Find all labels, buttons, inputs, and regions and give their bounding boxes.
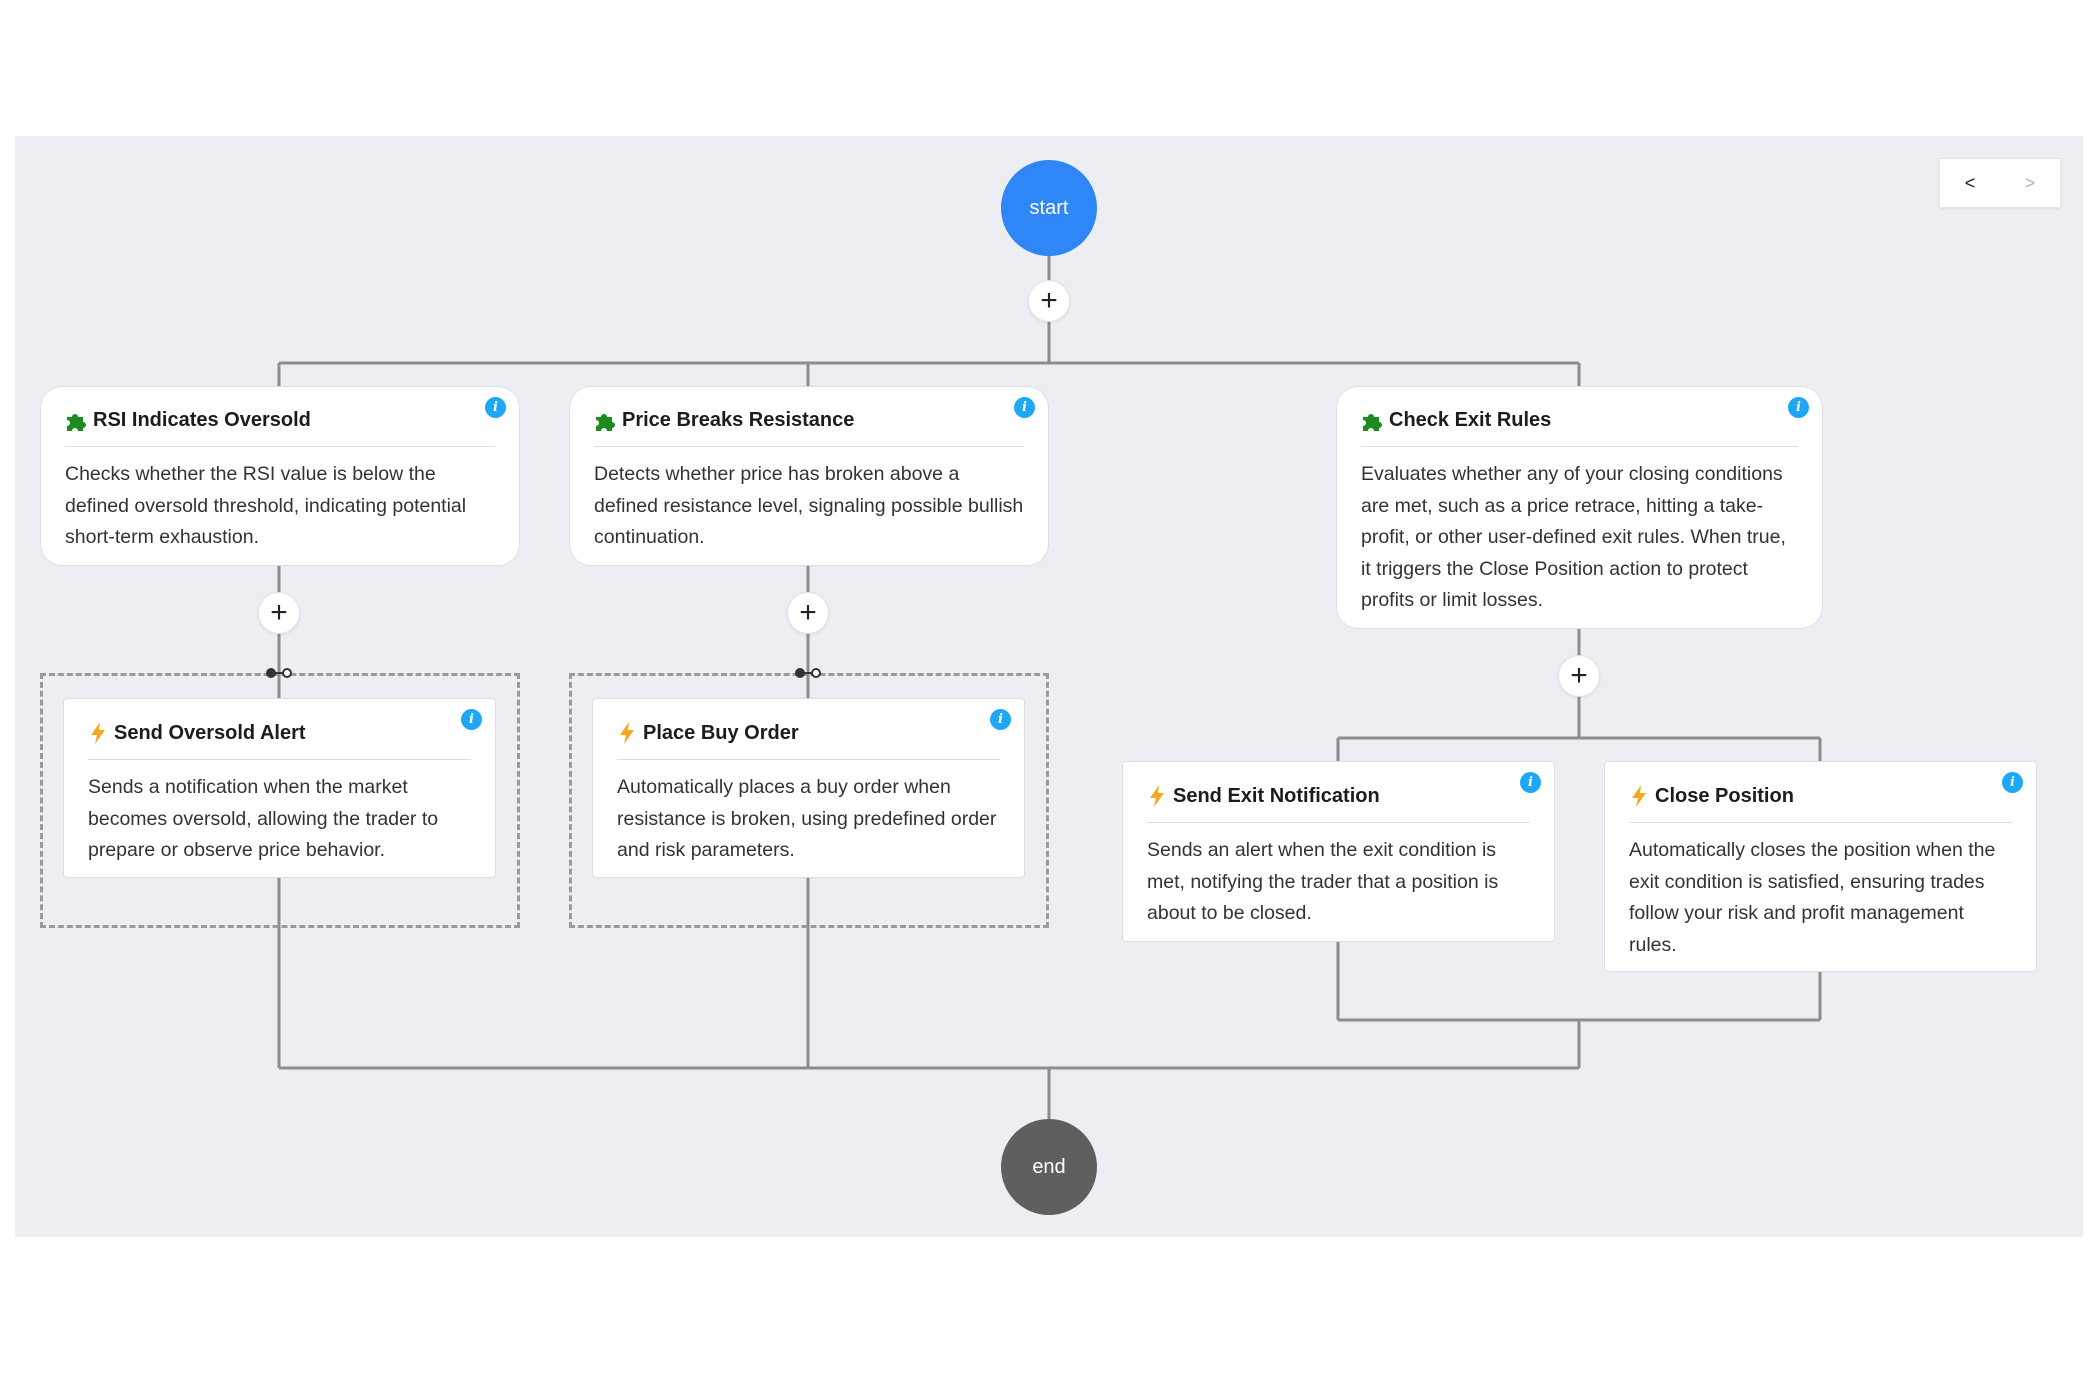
card-title: Check Exit Rules (1389, 409, 1552, 431)
condition-card-rsi-oversold[interactable]: i RSI Indicates Oversold Checks whether … (40, 386, 520, 566)
info-icon[interactable]: i (1520, 772, 1541, 793)
card-description: Detects whether price has broken above a… (594, 463, 1024, 548)
add-step-button[interactable]: + (787, 592, 829, 634)
card-description: Checks whether the RSI value is below th… (65, 463, 467, 548)
card-title: Send Exit Notification (1173, 784, 1380, 807)
card-description: Automatically closes the position when t… (1629, 839, 1996, 956)
info-icon[interactable]: i (461, 709, 482, 730)
card-title: Price Breaks Resistance (622, 409, 855, 431)
add-step-button[interactable]: + (258, 592, 300, 634)
plus-icon: + (1040, 284, 1058, 317)
card-description: Evaluates whether any of your closing co… (1361, 463, 1786, 611)
card-description: Sends a notification when the market bec… (88, 776, 439, 861)
end-label: end (1032, 1155, 1066, 1178)
prev-button[interactable]: < (1964, 172, 1976, 193)
card-title: Close Position (1655, 784, 1794, 807)
pager: < > (1939, 158, 2061, 208)
plus-icon: + (1570, 659, 1588, 692)
action-group (569, 673, 1049, 928)
condition-card-price-breaks-resistance[interactable]: i Price Breaks Resistance Detects whethe… (569, 386, 1049, 566)
add-step-button[interactable]: + (1028, 280, 1070, 322)
lightning-icon (1150, 785, 1164, 807)
info-icon[interactable]: i (1014, 397, 1035, 418)
info-icon[interactable]: i (1788, 397, 1809, 418)
info-icon[interactable]: i (485, 397, 506, 418)
next-button[interactable]: > (2024, 172, 2036, 193)
puzzle-icon (67, 413, 86, 431)
lightning-icon (91, 722, 105, 744)
action-card-send-oversold-alert[interactable]: i Send Oversold Alert Sends a notificati… (63, 698, 496, 878)
link-icon (264, 665, 294, 681)
link-icon (793, 665, 823, 681)
start-node[interactable]: start (1001, 160, 1097, 256)
card-title: Place Buy Order (643, 721, 799, 744)
plus-icon: + (799, 596, 817, 629)
condition-card-check-exit-rules[interactable]: i Check Exit Rules Evaluates whether any… (1336, 386, 1823, 629)
card-title: Send Oversold Alert (114, 721, 306, 744)
action-card-close-position[interactable]: i Close Position Automatically closes th… (1604, 761, 2037, 972)
puzzle-icon (596, 413, 615, 431)
end-node[interactable]: end (1001, 1119, 1097, 1215)
action-card-place-buy-order[interactable]: i Place Buy Order Automatically places a… (592, 698, 1025, 878)
plus-icon: + (270, 596, 288, 629)
lightning-icon (620, 722, 634, 744)
add-step-button[interactable]: + (1558, 655, 1600, 697)
card-description: Sends an alert when the exit condition i… (1147, 839, 1499, 924)
card-description: Automatically places a buy order when re… (617, 776, 997, 861)
card-title: RSI Indicates Oversold (93, 409, 311, 431)
lightning-icon (1632, 785, 1646, 807)
info-icon[interactable]: i (2002, 772, 2023, 793)
info-icon[interactable]: i (990, 709, 1011, 730)
action-group (40, 673, 520, 928)
start-label: start (1029, 196, 1069, 219)
action-card-send-exit-notification[interactable]: i Send Exit Notification Sends an alert … (1122, 761, 1555, 942)
puzzle-icon (1363, 413, 1382, 431)
